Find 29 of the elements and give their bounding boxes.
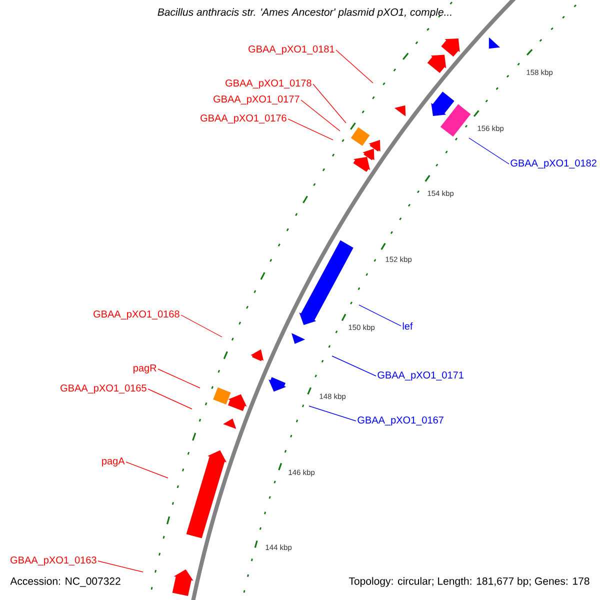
leader-line bbox=[358, 304, 402, 326]
leader-line bbox=[148, 388, 192, 410]
leader-line bbox=[332, 356, 376, 376]
gene-label: GBAA_pXO1_0178 bbox=[226, 79, 312, 89]
accession-text: Accession: NC_007322 bbox=[10, 577, 120, 587]
title: Bacillus anthracis str. 'Ames Ancestor' plasmid pXO1, comple... bbox=[158, 8, 452, 18]
leader-line bbox=[300, 100, 340, 132]
gene-label: GBAA_pXO1_0181 bbox=[248, 45, 334, 55]
gene-label: GBAA_pXO1_0168 bbox=[94, 310, 180, 320]
gene-label: GBAA_pXO1_0176 bbox=[200, 114, 286, 124]
leader-line bbox=[158, 368, 200, 388]
gene-label: GBAA_pXO1_0182 bbox=[510, 159, 596, 169]
leader-line bbox=[468, 138, 510, 164]
gene-label: lef bbox=[402, 322, 413, 330]
leader-line bbox=[98, 560, 144, 572]
leader-line bbox=[308, 406, 356, 422]
leader-line bbox=[336, 50, 374, 84]
leader-line bbox=[288, 118, 334, 140]
gene-label: GBAA_pXO1_0163 bbox=[10, 556, 96, 566]
gene-label: GBAA_pXO1_0165 bbox=[60, 384, 146, 394]
gene-label: GBAA_pXO1_0177 bbox=[214, 95, 300, 105]
gene-label: pagA bbox=[102, 458, 125, 466]
gene-label: GBAA_pXO1_0167 bbox=[358, 416, 444, 426]
gene-label: pagR bbox=[134, 364, 156, 374]
leader-line bbox=[126, 462, 168, 478]
gene-label: GBAA_pXO1_0171 bbox=[378, 371, 464, 381]
leader-line bbox=[180, 314, 222, 338]
leader-line bbox=[312, 84, 346, 124]
summary-text: Topology: circular; Length: 181,677 bp; Genes: 178 bbox=[348, 577, 590, 587]
